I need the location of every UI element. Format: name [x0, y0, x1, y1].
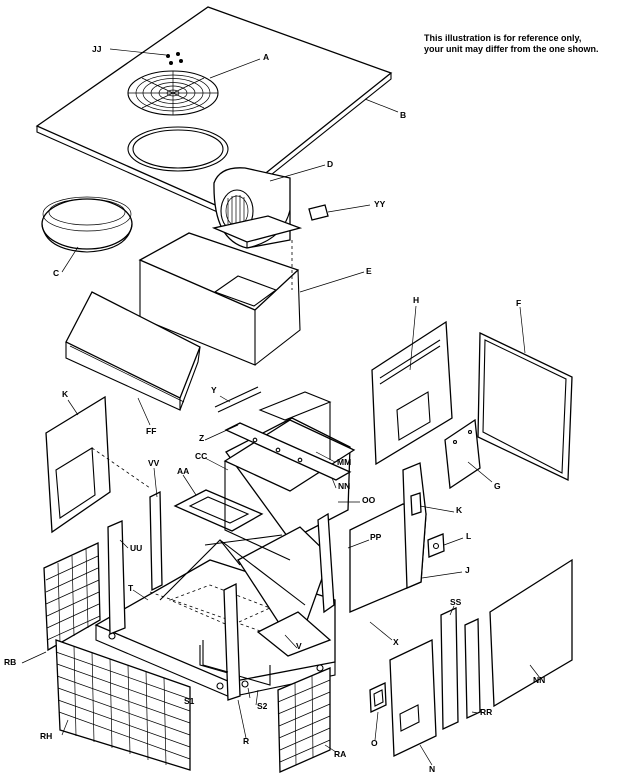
callout-s1: S1: [184, 696, 195, 706]
callout-rr: RR: [480, 707, 493, 717]
callout-g: G: [494, 481, 501, 491]
part-k-bracket: [410, 492, 422, 516]
reference-note-line-1: This illustration is for reference only,: [424, 33, 582, 43]
callout-c: C: [53, 268, 60, 278]
callout-nn-lower: NN: [533, 675, 546, 685]
callout-k-left: K: [62, 389, 69, 399]
callout-t: T: [128, 583, 134, 593]
callout-r: R: [243, 736, 250, 746]
grille-front-right: [277, 667, 331, 773]
strip-ss: [440, 606, 459, 731]
callout-ff: FF: [146, 426, 157, 436]
front-hood: [65, 291, 201, 411]
callout-oo: OO: [362, 495, 376, 505]
part-l: [427, 533, 445, 558]
callout-d: D: [327, 159, 334, 169]
side-panel-right: [489, 558, 573, 708]
callout-f: F: [516, 298, 522, 308]
grille-front-left: [55, 639, 191, 771]
callout-ra: RA: [334, 749, 347, 759]
callout-e: E: [366, 266, 372, 276]
callout-z: Z: [199, 433, 205, 443]
filter-frame: [477, 331, 573, 482]
callout-rh: RH: [40, 731, 53, 741]
callout-jj: JJ: [92, 44, 102, 54]
callout-uu: UU: [130, 543, 143, 553]
callout-pp: PP: [370, 532, 382, 542]
bracket-yy: [308, 204, 329, 221]
callout-rb: RB: [4, 657, 17, 667]
callout-h: H: [413, 295, 420, 305]
callout-x: X: [393, 637, 399, 647]
strip-rr: [464, 617, 481, 720]
leader-lines: [21, 48, 541, 766]
callout-k-right: K: [456, 505, 463, 515]
callout-yy: YY: [374, 199, 386, 209]
callout-l: L: [466, 531, 472, 541]
callout-n: N: [429, 764, 436, 774]
drain-pan-ring: [41, 196, 133, 253]
callout-vv: VV: [148, 458, 160, 468]
callout-ss: SS: [450, 597, 462, 607]
reference-note: This illustration is for reference only,…: [424, 33, 599, 55]
fan-guard: [127, 52, 219, 116]
side-panel-left: [45, 395, 151, 534]
chassis-frame: [107, 386, 427, 701]
callout-j: J: [465, 565, 470, 575]
callout-nn-upper: NN: [338, 481, 351, 491]
callout-s2: S2: [257, 701, 268, 711]
callout-a: A: [263, 52, 270, 62]
reference-note-line-2: your unit may differ from the one shown.: [424, 44, 599, 54]
grille-left-upper: [43, 541, 101, 652]
door-panel: [369, 638, 437, 758]
callout-cc: CC: [195, 451, 208, 461]
blower-partition: [138, 232, 301, 366]
callout-aa: AA: [177, 466, 190, 476]
callout-o: O: [371, 738, 378, 748]
callout-mm: MM: [337, 457, 352, 467]
callout-b: B: [400, 110, 407, 120]
access-panel: [371, 320, 481, 490]
blower-assembly: [211, 167, 303, 249]
callout-v: V: [296, 641, 302, 651]
callout-y: Y: [211, 385, 217, 395]
